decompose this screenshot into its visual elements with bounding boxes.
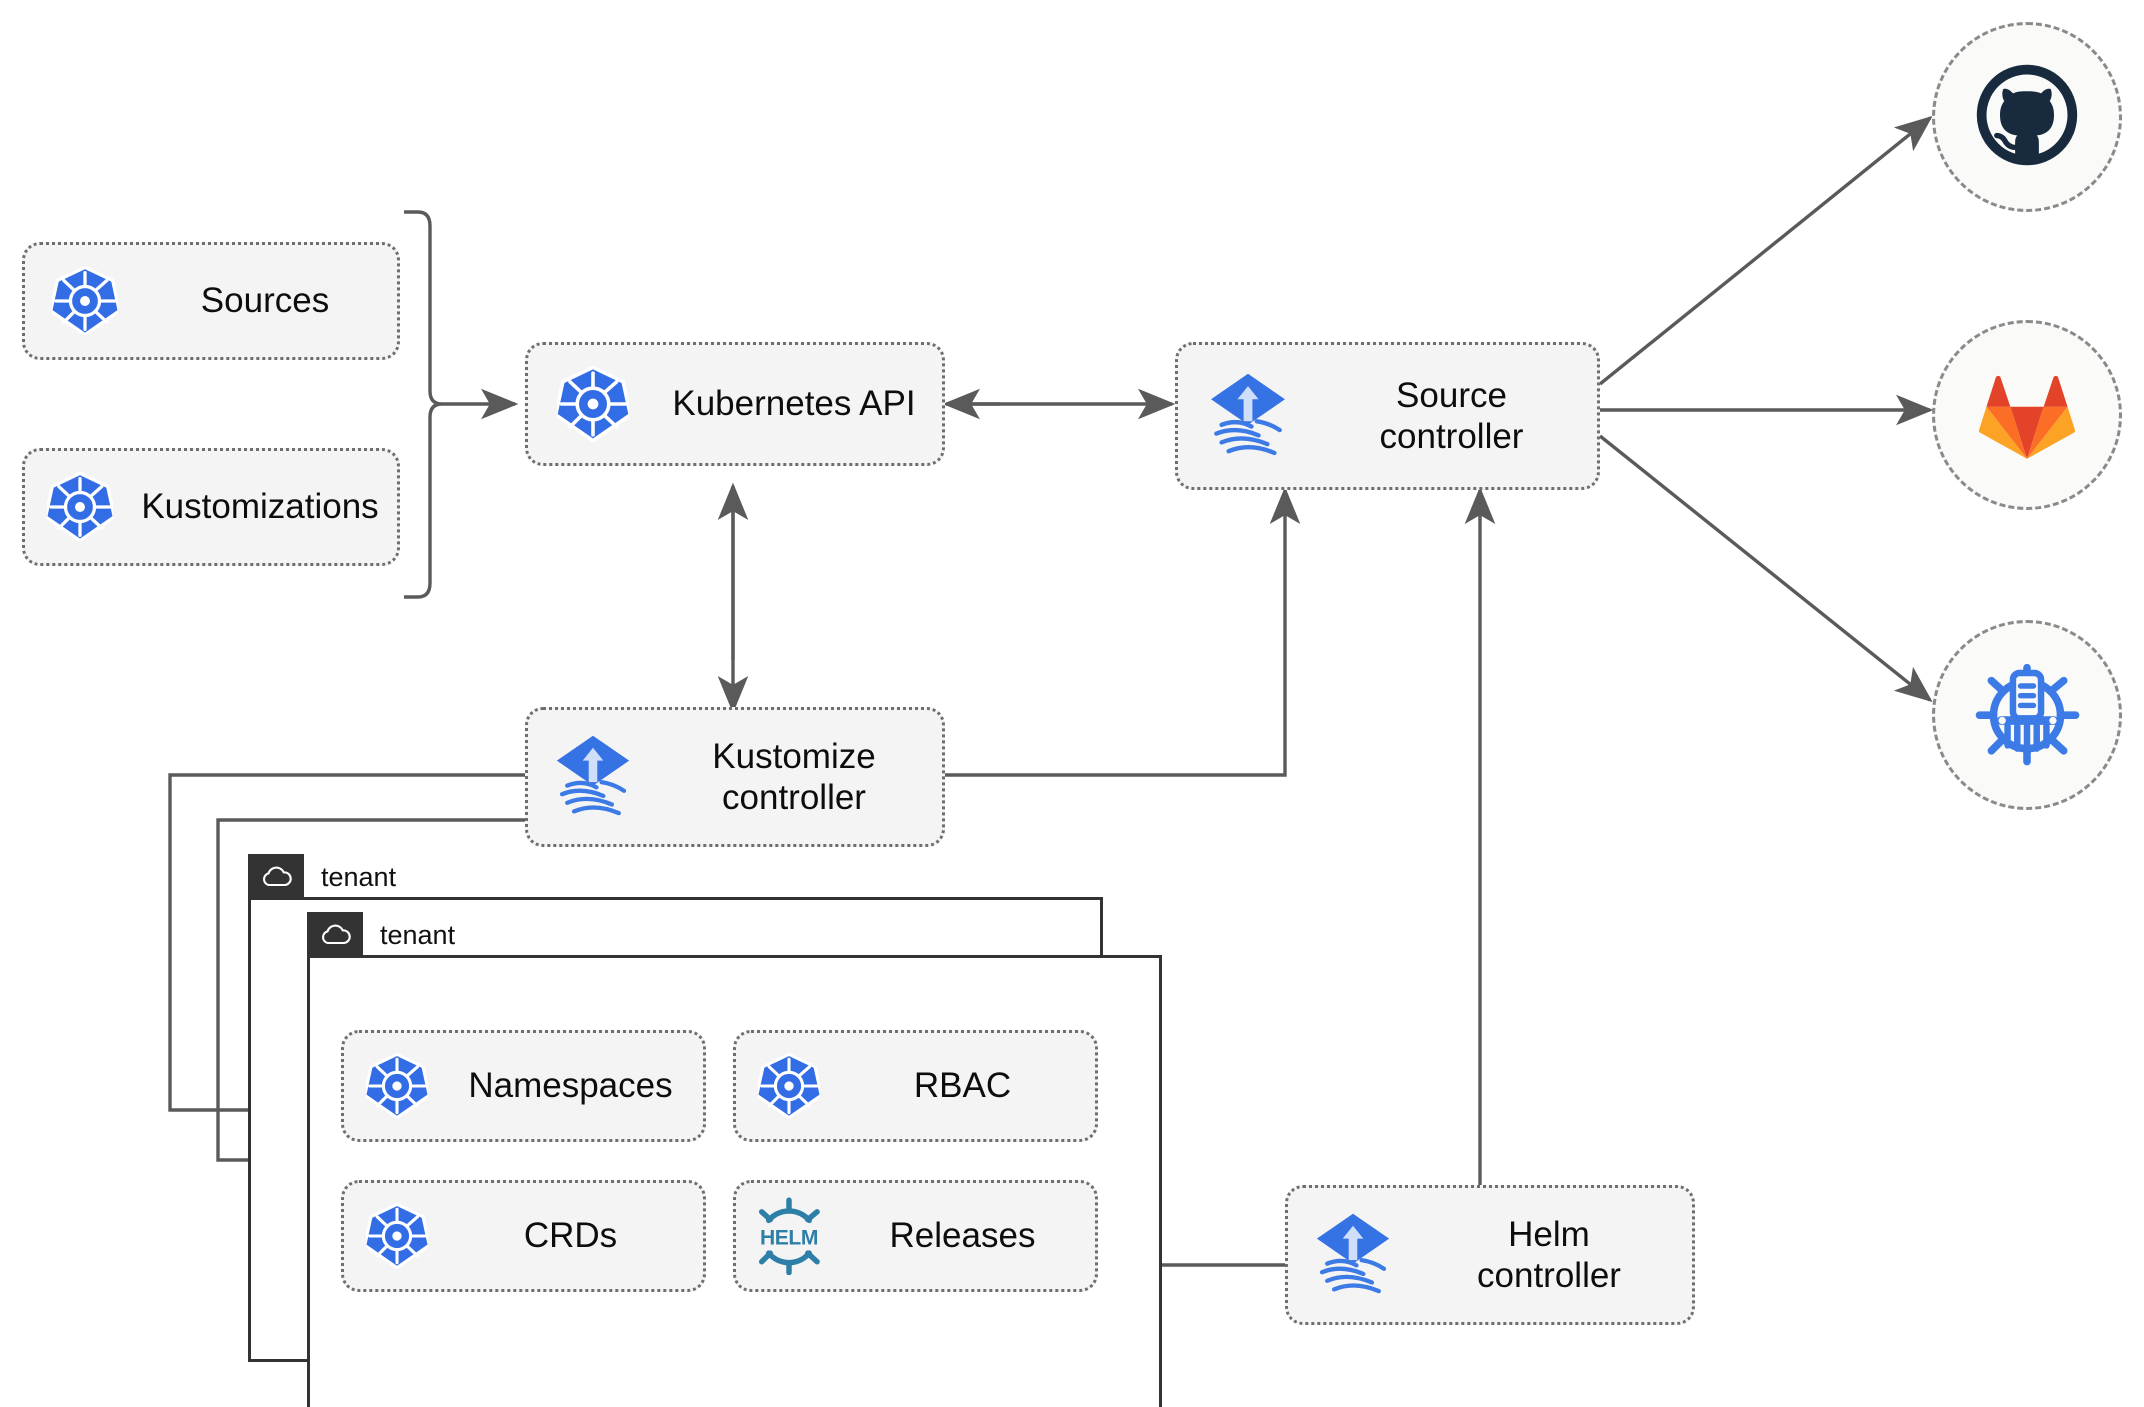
tenant-resource-releases[interactable]: HELM Releases	[733, 1180, 1098, 1292]
tenant-resource-crds[interactable]: CRDs	[341, 1180, 706, 1292]
helm-icon	[1973, 659, 2081, 772]
resource-sources[interactable]: Sources	[22, 242, 400, 360]
github-icon	[1973, 61, 2081, 174]
cloud-icon	[307, 923, 363, 947]
controller-kustomize-label: Kustomize controller	[712, 736, 876, 817]
tenant-outer-tab	[248, 854, 304, 900]
tenant-inner-label: tenant	[380, 919, 456, 950]
wire-source-to-helm	[1598, 434, 1933, 703]
tenant-resource-rbac-label: RBAC	[913, 1066, 1012, 1106]
resource-kustomizations-label: Kustomizations	[141, 487, 379, 527]
external-source-gitlab[interactable]	[1932, 320, 2122, 510]
resources-brace	[404, 210, 443, 599]
controller-helm[interactable]: Helm controller	[1285, 1185, 1695, 1325]
resource-kustomizations[interactable]: Kustomizations	[22, 448, 400, 566]
gitlab-icon	[1975, 363, 2079, 468]
tenant-outer-label: tenant	[321, 861, 397, 892]
controller-kubernetes-api[interactable]: Kubernetes API	[525, 342, 945, 466]
controller-kustomize[interactable]: Kustomize controller	[525, 707, 945, 847]
cloud-icon	[248, 865, 304, 889]
tenant-resource-releases-label: Releases	[889, 1216, 1036, 1256]
external-source-helm-repository[interactable]	[1932, 620, 2122, 810]
wire-kustomize-to-source	[945, 486, 1301, 777]
kubernetes-icon	[528, 366, 658, 442]
controller-source-label: Source controller	[1379, 375, 1524, 456]
tenant-resource-crds-label: CRDs	[523, 1216, 618, 1256]
kubernetes-icon	[736, 1053, 842, 1119]
svg-text:HELM: HELM	[760, 1227, 818, 1250]
kubernetes-icon	[25, 266, 145, 336]
kubernetes-icon	[344, 1053, 450, 1119]
controller-kubernetes-api-label: Kubernetes API	[672, 384, 916, 424]
external-source-github[interactable]	[1932, 22, 2122, 212]
controller-source[interactable]: Source controller	[1175, 342, 1600, 490]
flux-icon	[1178, 370, 1318, 462]
flux-icon	[528, 732, 658, 822]
kubernetes-icon	[25, 472, 135, 542]
tenant-resource-namespaces-label: Namespaces	[468, 1066, 673, 1106]
tenant-inner-tab	[307, 912, 363, 958]
helm-logo-icon: HELM	[736, 1197, 842, 1275]
tenant-resource-namespaces[interactable]: Namespaces	[341, 1030, 706, 1142]
resource-sources-label: Sources	[200, 281, 330, 321]
kubernetes-icon	[344, 1203, 450, 1269]
wire-source-to-github	[1598, 115, 1933, 386]
flux-icon	[1288, 1210, 1418, 1300]
tenant-resource-rbac[interactable]: RBAC	[733, 1030, 1098, 1142]
controller-helm-label: Helm controller	[1477, 1214, 1621, 1295]
